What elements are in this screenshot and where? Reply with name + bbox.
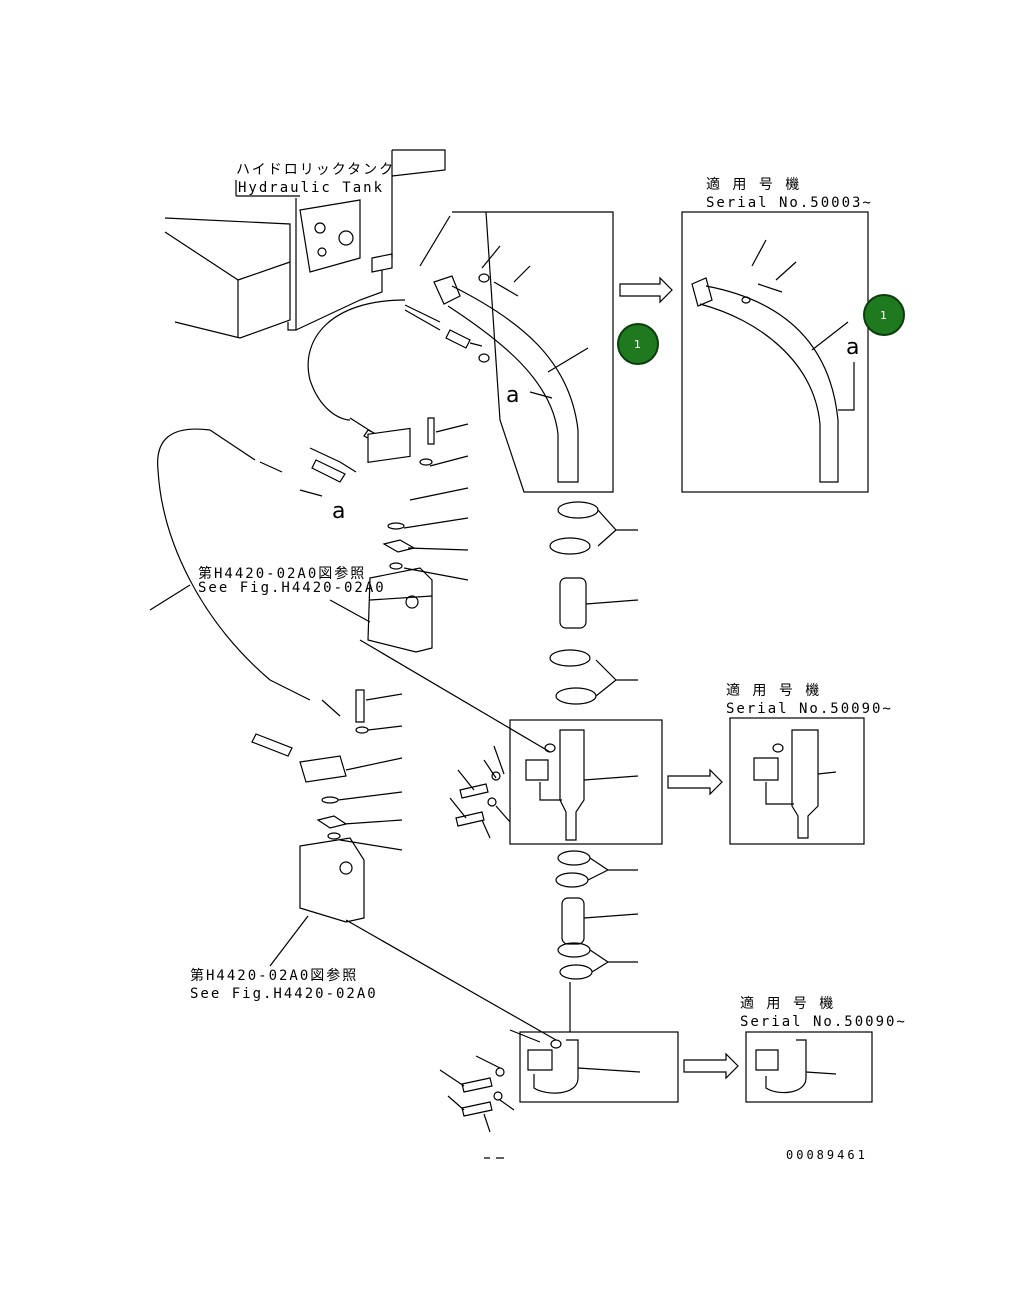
- hydraulic-tank: [164, 149, 446, 339]
- assembly-box-lower: [345, 919, 679, 1133]
- leaders-lower: [337, 693, 403, 851]
- see-fig-upper-arrow: [329, 599, 371, 623]
- hose-long-left: [149, 428, 311, 701]
- valve-block-upper: [309, 417, 435, 653]
- see-fig-lower-jp: 第H4420-02A0図参照: [190, 967, 358, 984]
- serial-1-en: Serial No.50003~: [706, 195, 873, 211]
- letter-a-left: a: [332, 499, 345, 524]
- badge-1-right-label: 1: [880, 309, 887, 322]
- see-fig-lower-en: See Fig.H4420-02A0: [190, 986, 378, 1002]
- serial-2-jp: 適 用 号 機: [726, 682, 821, 699]
- arrow-to-serial-1: [619, 276, 673, 304]
- assembly-box-middle: [359, 639, 663, 845]
- serial-box-2: [729, 717, 865, 845]
- hose-upper: [307, 299, 483, 443]
- serial-box-1: a: [681, 211, 869, 493]
- tank-leader: [235, 180, 300, 197]
- arrow-to-serial-3: [683, 1052, 739, 1080]
- tank-label-jp: ハイドロリックタンク: [236, 162, 395, 178]
- serial-3-en: Serial No.50090~: [740, 1014, 907, 1030]
- badge-1-upper-label: 1: [634, 338, 641, 351]
- leaders-upper: [403, 423, 469, 581]
- document-number: 00089461: [786, 1148, 868, 1162]
- serial-2-en: Serial No.50090~: [726, 701, 893, 717]
- arrow-a-left: [299, 489, 323, 497]
- serial-1-jp: 適 用 号 機: [706, 176, 801, 193]
- clamp-hose-column: [549, 501, 639, 705]
- see-fig-upper-jp: 第H4420-02A0図参照: [198, 565, 366, 582]
- see-fig-upper-en: See Fig.H4420-02A0: [198, 580, 386, 596]
- letter-a-right: a: [846, 335, 859, 360]
- clamp-hose-column-lower: [555, 850, 639, 980]
- letter-a-mid: a: [506, 383, 519, 408]
- serial-box-3: [745, 1031, 873, 1103]
- valve-block-lower: [251, 689, 369, 923]
- arrow-to-serial-2: [667, 768, 723, 796]
- see-fig-lower-arrow: [269, 915, 309, 967]
- badge-1-right[interactable]: [863, 294, 905, 336]
- assembly-box-upper: a: [419, 211, 614, 493]
- serial-3-jp: 適 用 号 機: [740, 995, 835, 1012]
- badge-1-upper[interactable]: [617, 323, 659, 365]
- tank-label-en: Hydraulic Tank: [238, 180, 384, 196]
